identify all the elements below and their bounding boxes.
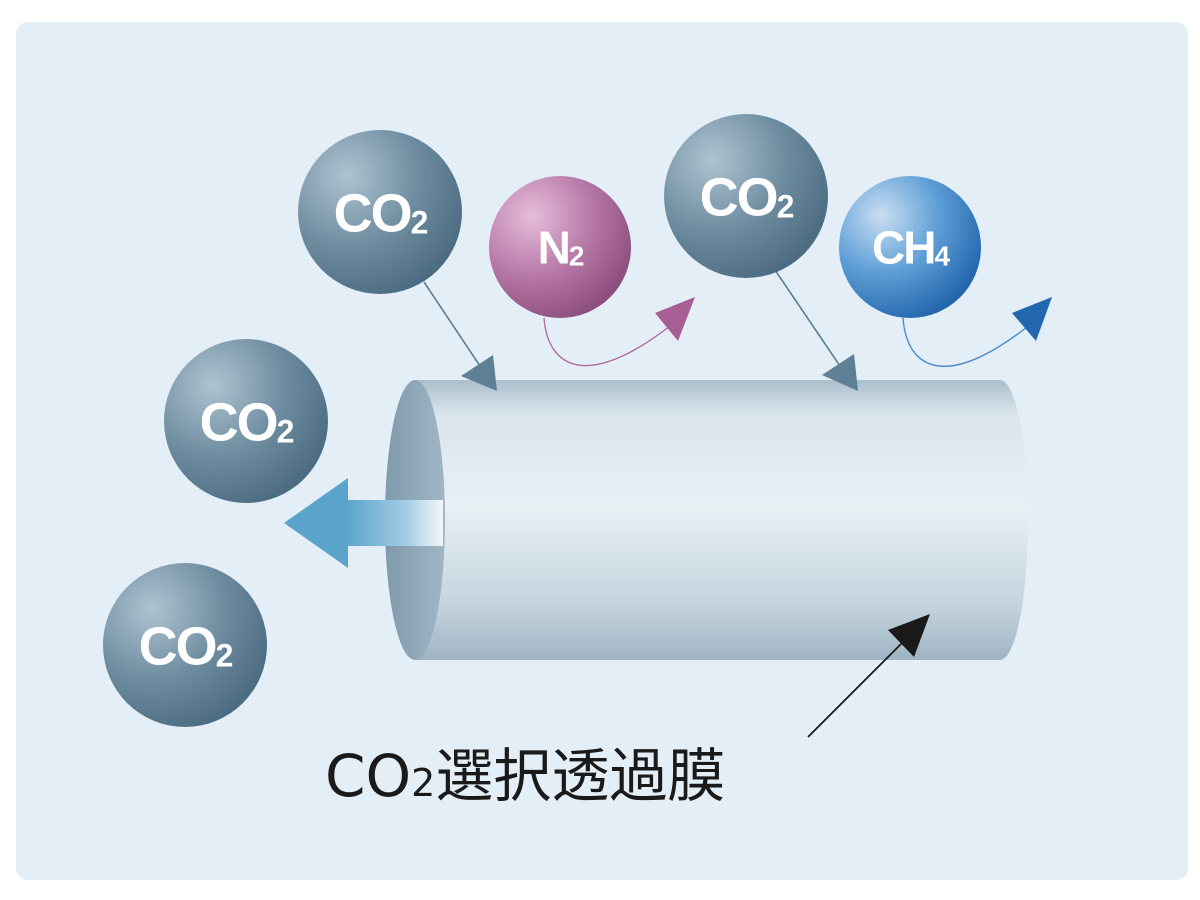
- ch4-deflection-arrow: [902, 297, 1052, 367]
- n2-deflection-arrow: [543, 297, 695, 367]
- co2-permeation-arrow-right: [774, 269, 858, 391]
- molecule-label: CO2: [200, 392, 294, 452]
- molecule-co2-top-right: CO2: [664, 114, 828, 278]
- membrane-label: CO2選択透過膜: [325, 742, 725, 810]
- molecule-label: CH4: [872, 222, 950, 274]
- molecule-co2-top-left: CO2: [298, 130, 462, 294]
- outflow-arrow: [284, 478, 443, 568]
- molecule-circle: [664, 114, 828, 278]
- molecule-co2-bottom-left: CO2: [103, 563, 267, 727]
- molecule-co2-left: CO2: [164, 339, 328, 503]
- molecule-circle: [298, 130, 462, 294]
- molecule-label: CO2: [139, 616, 233, 676]
- co2-permeation-arrow-left: [423, 281, 497, 391]
- molecule-ch4: CH4: [839, 176, 981, 318]
- molecule-circle: [164, 339, 328, 503]
- molecule-circle: [103, 563, 267, 727]
- molecule-n2: N2: [489, 176, 631, 318]
- molecule-label: CO2: [334, 183, 428, 243]
- membrane-tube: [385, 380, 1028, 660]
- molecule-label: CO2: [700, 167, 794, 227]
- molecule-circle: [839, 176, 981, 318]
- molecule-circle: [489, 176, 631, 318]
- membrane-pointer-arrow: [807, 614, 930, 738]
- molecule-label: N2: [538, 222, 584, 274]
